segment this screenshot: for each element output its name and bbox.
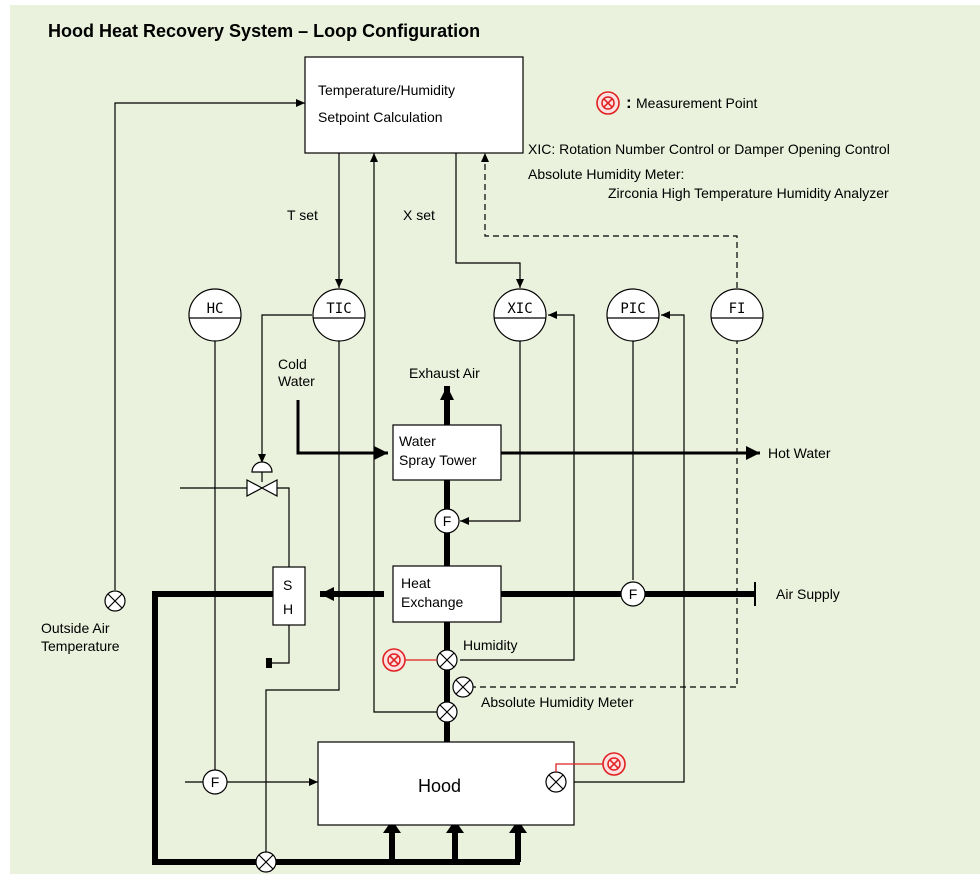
- svg-text:Exchange: Exchange: [401, 594, 463, 610]
- svg-text::: :: [626, 93, 632, 112]
- fi-indicator: FI: [710, 288, 764, 342]
- svg-text:Setpoint Calculation: Setpoint Calculation: [318, 109, 443, 125]
- cold-water-label-2: Water: [278, 373, 315, 389]
- legend-humidity-analyzer: Zirconia High Temperature Humidity Analy…: [608, 185, 889, 201]
- svg-text:HC: HC: [207, 301, 224, 317]
- svg-text:Heat: Heat: [401, 575, 431, 591]
- xic-controller: XIC: [493, 288, 547, 342]
- legend-xic-note: XIC: Rotation Number Control or Damper O…: [528, 141, 890, 157]
- svg-text:Spray Tower: Spray Tower: [399, 452, 477, 468]
- tic-controller: TIC: [312, 288, 366, 342]
- legend-humidity-meter: Absolute Humidity Meter:: [528, 166, 684, 182]
- svg-text:Water: Water: [399, 433, 436, 449]
- svg-text:FI: FI: [729, 301, 746, 317]
- hot-water-label: Hot Water: [768, 445, 831, 461]
- absolute-humidity-signal-line: [470, 153, 738, 688]
- svg-text:F: F: [443, 513, 452, 529]
- svg-text:XIC: XIC: [507, 301, 532, 317]
- flow-element-spray: F: [434, 508, 460, 534]
- svg-text:PIC: PIC: [620, 301, 645, 317]
- water-spray-tower: Water Spray Tower: [392, 424, 502, 481]
- hood-pressure-sensor-icon: [545, 771, 567, 793]
- setpoint-calculation-box: Temperature/Humidity Setpoint Calculatio…: [304, 56, 524, 154]
- legend: : Measurement Point XIC: Rotation Number…: [528, 91, 890, 201]
- outside-air-label: Outside Air: [41, 620, 110, 636]
- exhaust-temp-sensor-icon: [436, 701, 458, 723]
- return-temp-sensor-icon: [255, 851, 277, 873]
- flow-element-hood: F: [202, 769, 228, 795]
- exhaust-air-label: Exhaust Air: [409, 365, 480, 381]
- drain-end-icon: [266, 658, 272, 668]
- svg-text:F: F: [629, 586, 638, 602]
- diagram-title: Hood Heat Recovery System – Loop Configu…: [48, 21, 480, 41]
- heat-exchange: Heat Exchange: [392, 565, 502, 623]
- signal-lines: [114, 99, 685, 855]
- svg-text:S: S: [283, 577, 292, 593]
- svg-text:F: F: [211, 774, 220, 790]
- measurement-point-icon: [596, 91, 620, 115]
- abs-humidity-sensor-icon: [452, 676, 474, 698]
- humidity-sensor-icon: [436, 649, 458, 671]
- measurement-point-hood-icon: [555, 752, 626, 776]
- svg-text:Hood: Hood: [418, 776, 461, 796]
- steam-heater-sh: S H: [272, 566, 306, 626]
- flow-element-supply: F: [620, 581, 646, 607]
- t-set-label: T set: [287, 207, 318, 223]
- hood-inlet-arrows: [383, 820, 527, 833]
- hood-box: Hood: [317, 741, 575, 826]
- legend-measurement-point: Measurement Point: [636, 95, 758, 111]
- measurement-point-humidity-icon: [382, 648, 437, 672]
- svg-text:TIC: TIC: [326, 301, 351, 317]
- outside-air-sensor-icon: [104, 590, 126, 612]
- hc-controller: HC: [188, 288, 242, 342]
- svg-text:H: H: [283, 601, 293, 617]
- pic-controller: PIC: [606, 288, 660, 342]
- x-set-label: X set: [403, 207, 435, 223]
- control-valve-icon: [246, 461, 278, 497]
- outside-air-label-2: Temperature: [41, 638, 120, 654]
- air-supply-label: Air Supply: [776, 586, 840, 602]
- cold-water-label: Cold: [278, 356, 307, 372]
- humidity-label: Humidity: [463, 637, 517, 653]
- sensor-symbols: [104, 590, 567, 873]
- abs-humidity-meter-label: Absolute Humidity Meter: [481, 694, 634, 710]
- svg-text:Temperature/Humidity: Temperature/Humidity: [318, 82, 455, 98]
